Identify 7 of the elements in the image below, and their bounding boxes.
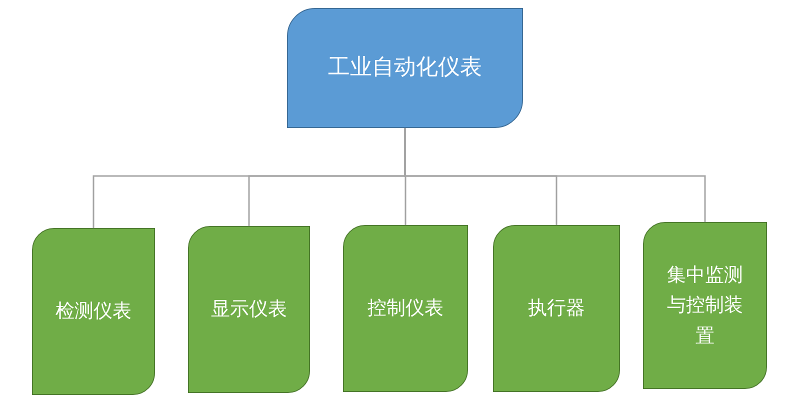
category-box: 工业自动化仪表 [287,8,523,128]
item-box: 控制仪表 [343,225,468,392]
item-box: 显示仪表 [188,226,310,393]
item-box: 执行器 [493,225,620,392]
item-box: 检测仪表 [32,228,155,395]
item-box: 集中监测与控制装置 [643,222,767,389]
connector-line [404,128,706,222]
